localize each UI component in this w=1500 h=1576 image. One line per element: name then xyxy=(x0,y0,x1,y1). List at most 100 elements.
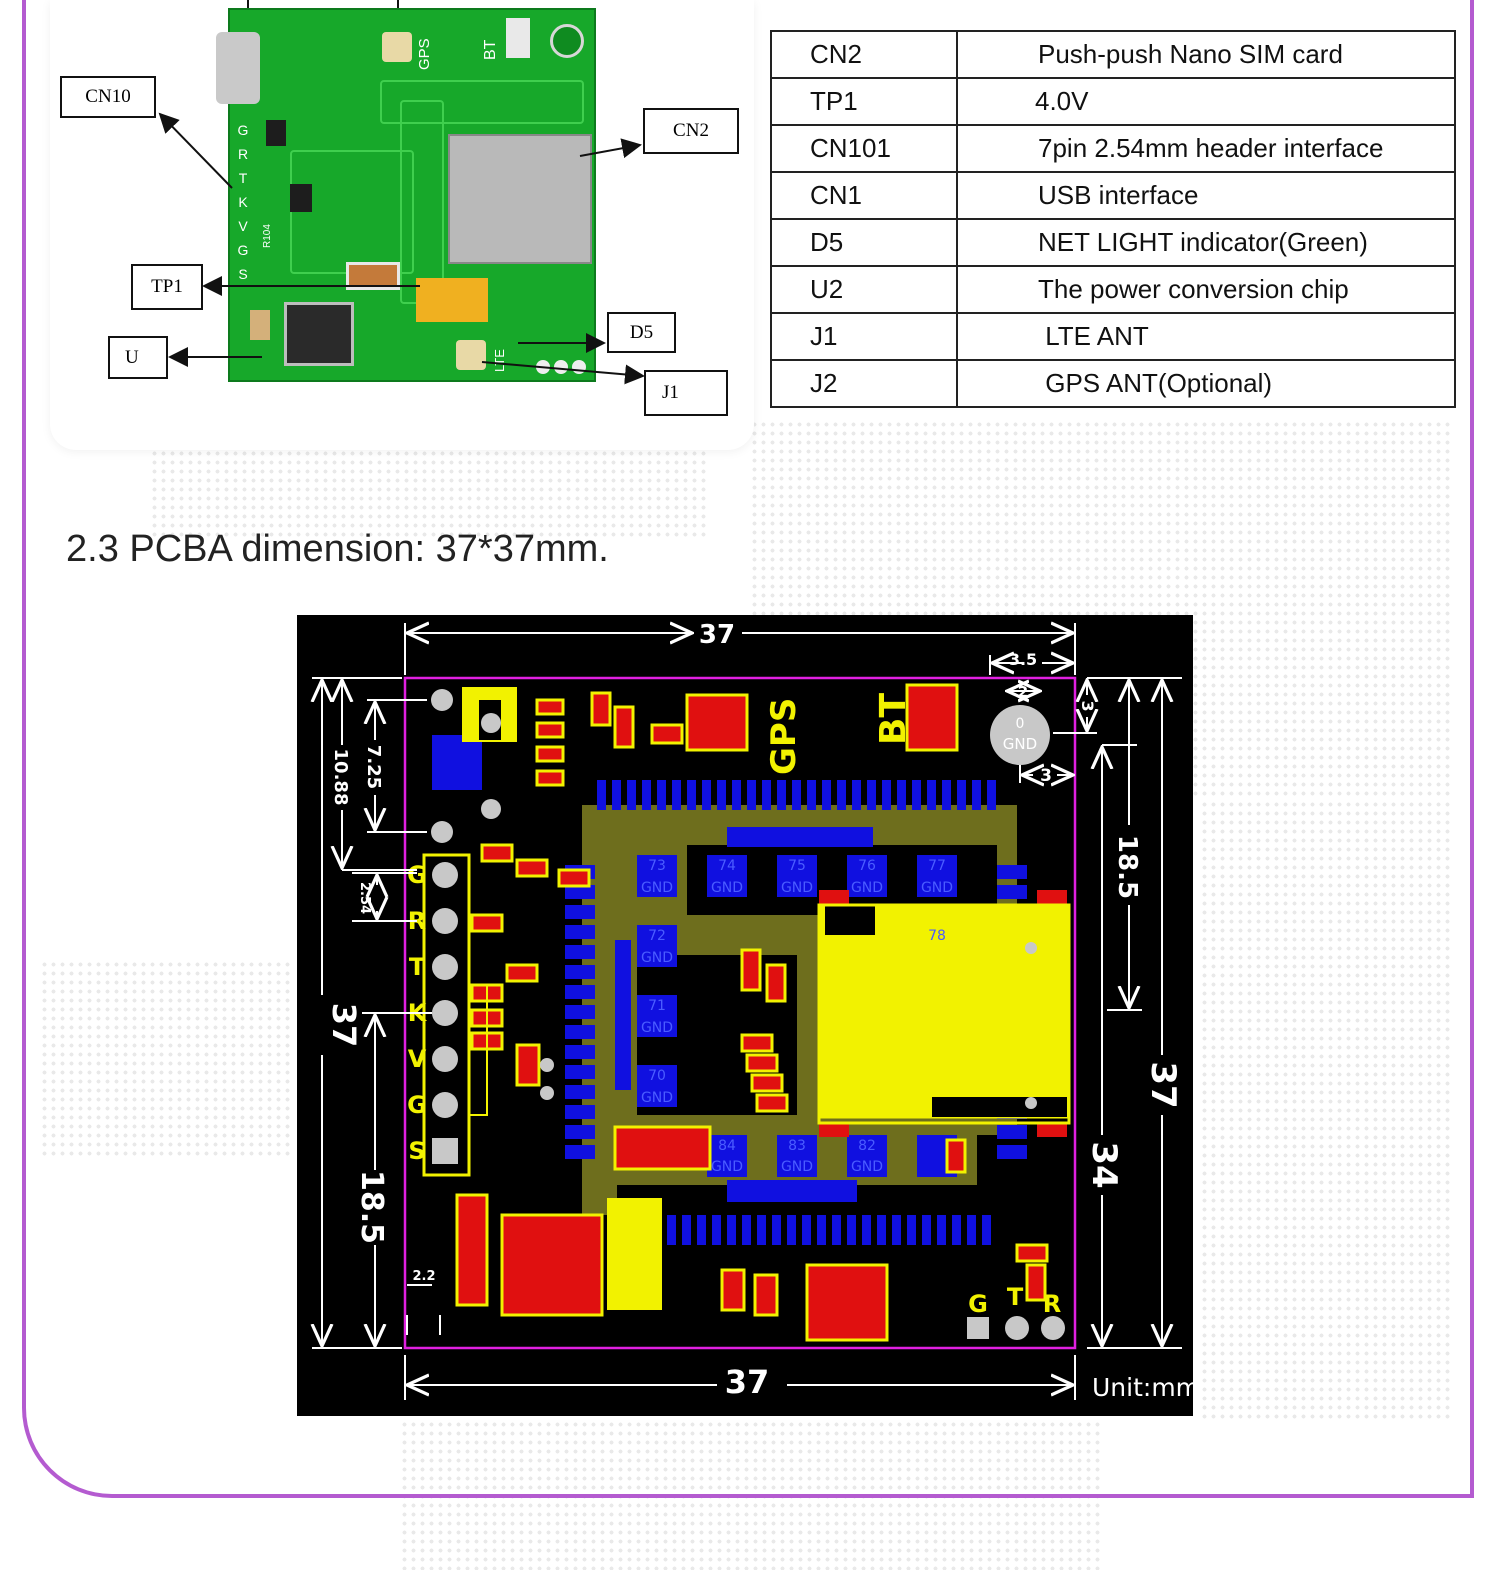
table-cell-ref: U2 xyxy=(770,265,958,314)
photo-pin-label: S xyxy=(238,266,248,282)
photo-pin-label: K xyxy=(238,194,248,210)
bottom-pin-label: G xyxy=(968,1290,988,1318)
pad-label: 71 xyxy=(648,998,666,1014)
lte-antenna-connector xyxy=(456,340,486,370)
pad-gnd-label: GND xyxy=(641,950,673,966)
callout-tp1: TP1 xyxy=(131,264,203,310)
photo-pin-label: T xyxy=(238,170,248,186)
table-row: J2 GPS ANT(Optional) xyxy=(770,359,1456,408)
pad-gnd-label: GND xyxy=(921,880,953,896)
dim-right-inner: 34 xyxy=(1084,1141,1124,1188)
callout-cn2: CN2 xyxy=(643,108,739,154)
pad-label: 72 xyxy=(648,928,666,944)
table-row: J1 LTE ANT xyxy=(770,312,1456,361)
hole-label: GND xyxy=(1003,735,1037,753)
svg-text:0: 0 xyxy=(1016,716,1025,732)
pin-label: V xyxy=(408,1045,427,1073)
photo-pin-label: G xyxy=(237,122,249,138)
pad-label: 84 xyxy=(718,1138,736,1154)
callout-j1: J1 xyxy=(644,370,728,416)
board-text-bt: BT xyxy=(873,693,914,745)
table-cell-ref: TP1 xyxy=(770,77,958,126)
dim-3a: 3 xyxy=(1078,700,1097,711)
dim-left-lower: 18.5 xyxy=(354,1170,389,1244)
pad-gnd-label: GND xyxy=(781,1159,813,1175)
dim-bottom-width: 37 xyxy=(725,1363,770,1401)
dim-2: 2 xyxy=(1018,683,1028,701)
background-dot-pattern xyxy=(1200,800,1450,1420)
bt-component xyxy=(506,18,530,58)
pad-label: 83 xyxy=(788,1138,806,1154)
dim-3-5: 3.5 xyxy=(1009,650,1037,669)
pin-label: G xyxy=(407,861,427,889)
gps-antenna-connector xyxy=(382,32,412,62)
power-conversion-chip xyxy=(284,302,354,366)
dim-3b: 3 xyxy=(1040,766,1052,786)
bottom-pin-label: R xyxy=(1043,1290,1061,1318)
pad-gnd-label: GND xyxy=(781,880,813,896)
pad-gnd-label: GND xyxy=(851,1159,883,1175)
table-cell-desc: 4.0V xyxy=(956,77,1456,126)
pad-gnd-label: GND xyxy=(641,880,673,896)
board-text-gps: GPS xyxy=(764,698,804,775)
table-cell-ref: CN1 xyxy=(770,171,958,220)
sim-card-slot xyxy=(448,134,592,264)
pad-label: 73 xyxy=(648,858,666,874)
background-dot-pattern xyxy=(40,960,290,1160)
pad-label: 78 xyxy=(928,928,946,944)
dim-2-54: 2.54 xyxy=(357,882,372,914)
table-cell-ref: J1 xyxy=(770,312,958,361)
table-cell-desc: The power conversion chip xyxy=(956,265,1456,314)
pcb-dimension-drawing: 0 GND GPS BT G R T K V G S G T R 73 74 7… xyxy=(297,615,1193,1416)
pad-gnd-label: GND xyxy=(851,880,883,896)
pad-label: 77 xyxy=(928,858,946,874)
pad-label: 74 xyxy=(718,858,736,874)
dim-top-width: 37 xyxy=(699,620,735,650)
dim-right-height: 37 xyxy=(1143,1061,1183,1108)
pad-label: 70 xyxy=(648,1068,666,1084)
pad-label: 82 xyxy=(858,1138,876,1154)
section-heading: 2.3 PCBA dimension: 37*37mm. xyxy=(66,528,609,570)
table-cell-desc: GPS ANT(Optional) xyxy=(956,359,1456,408)
table-cell-desc: Push-push Nano SIM card xyxy=(956,30,1456,79)
dim-7-25: 7.25 xyxy=(363,745,384,789)
usb-connector xyxy=(216,32,260,104)
callout-arrows xyxy=(158,0,645,385)
table-cell-ref: CN2 xyxy=(770,30,958,79)
pin-label: G xyxy=(407,1091,427,1119)
dim-2-2: 2.2 xyxy=(412,1269,435,1284)
pin-label: T xyxy=(409,953,426,981)
dim-10-88: 10.88 xyxy=(330,749,351,806)
pad-gnd-label: GND xyxy=(641,1020,673,1036)
mounting-hole xyxy=(550,24,584,58)
photo-pin-label: R xyxy=(237,146,249,162)
callout-u: U xyxy=(108,336,168,379)
table-cell-ref: CN101 xyxy=(770,124,958,173)
bottom-pin-label: T xyxy=(1007,1283,1024,1311)
table-cell-desc: NET LIGHT indicator(Green) xyxy=(956,218,1456,267)
unit-label: Unit:mm xyxy=(1092,1373,1193,1402)
background-dot-pattern xyxy=(150,440,710,540)
tantalum-capacitor xyxy=(416,278,488,322)
table-cell-ref: J2 xyxy=(770,359,958,408)
table-cell-ref: D5 xyxy=(770,218,958,267)
photo-pin-label: G xyxy=(237,242,249,258)
callout-cn10: CN10 xyxy=(60,76,156,118)
pad-label: 75 xyxy=(788,858,806,874)
table-cell-desc: LTE ANT xyxy=(956,312,1456,361)
pad-gnd-label: GND xyxy=(641,1090,673,1106)
content-frame xyxy=(22,0,1474,1498)
table-cell-desc: 7pin 2.54mm header interface xyxy=(956,124,1456,173)
table-cell-desc: USB interface xyxy=(956,171,1456,220)
pad-label: 76 xyxy=(858,858,876,874)
dim-right-upper: 18.5 xyxy=(1112,835,1142,899)
photo-pin-label: V xyxy=(238,218,248,234)
pin-label: S xyxy=(408,1137,425,1165)
